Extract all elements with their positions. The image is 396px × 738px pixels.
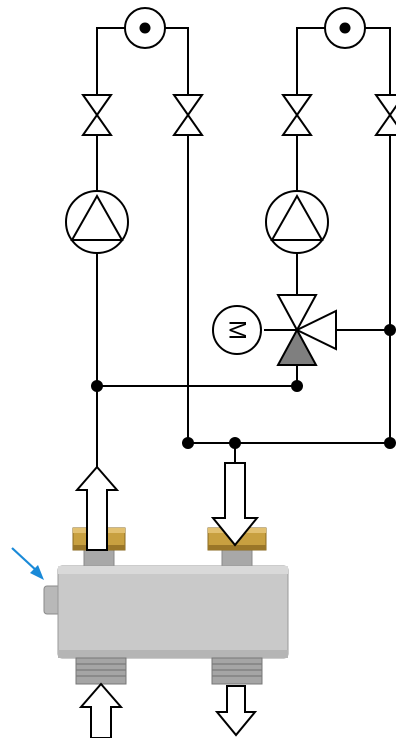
bottom-connector-left bbox=[75, 657, 127, 685]
flow-arrow-icon-supply-out bbox=[74, 465, 120, 551]
junction-dot bbox=[384, 437, 396, 449]
flow-arrow-icon-boiler-return bbox=[214, 685, 258, 737]
return-header bbox=[182, 324, 396, 463]
left-supply-top-line bbox=[96, 27, 125, 95]
right-pump-icon bbox=[265, 190, 329, 254]
junction-dot bbox=[384, 324, 396, 336]
motor-icon: M bbox=[212, 305, 262, 355]
bottom-connector-right bbox=[211, 657, 263, 685]
left-circuit bbox=[65, 7, 204, 467]
right-circuit: M bbox=[212, 7, 396, 443]
flow-arrow-icon-return-in bbox=[210, 462, 260, 547]
right-consumer-icon bbox=[324, 7, 366, 49]
flow-arrow-icon-boiler-supply bbox=[78, 682, 124, 738]
junction-dot bbox=[91, 380, 103, 392]
left-pump-icon bbox=[65, 190, 129, 254]
right-return-valve-icon bbox=[374, 94, 396, 136]
supply-header bbox=[91, 380, 303, 392]
left-consumer-icon bbox=[124, 7, 166, 49]
junction-dot bbox=[182, 437, 194, 449]
left-supply-valve-icon bbox=[81, 94, 113, 136]
motor-label: M bbox=[224, 320, 251, 340]
junction-dot bbox=[291, 380, 303, 392]
right-return-top-line bbox=[365, 27, 391, 95]
separator-body bbox=[57, 565, 289, 659]
left-return-valve-icon bbox=[172, 94, 204, 136]
right-supply-valve-icon bbox=[281, 94, 313, 136]
left-return-top-line bbox=[165, 27, 189, 95]
sensor-arrow-icon bbox=[11, 547, 44, 580]
hydraulic-separator bbox=[43, 527, 289, 685]
right-supply-top-line bbox=[296, 27, 325, 95]
